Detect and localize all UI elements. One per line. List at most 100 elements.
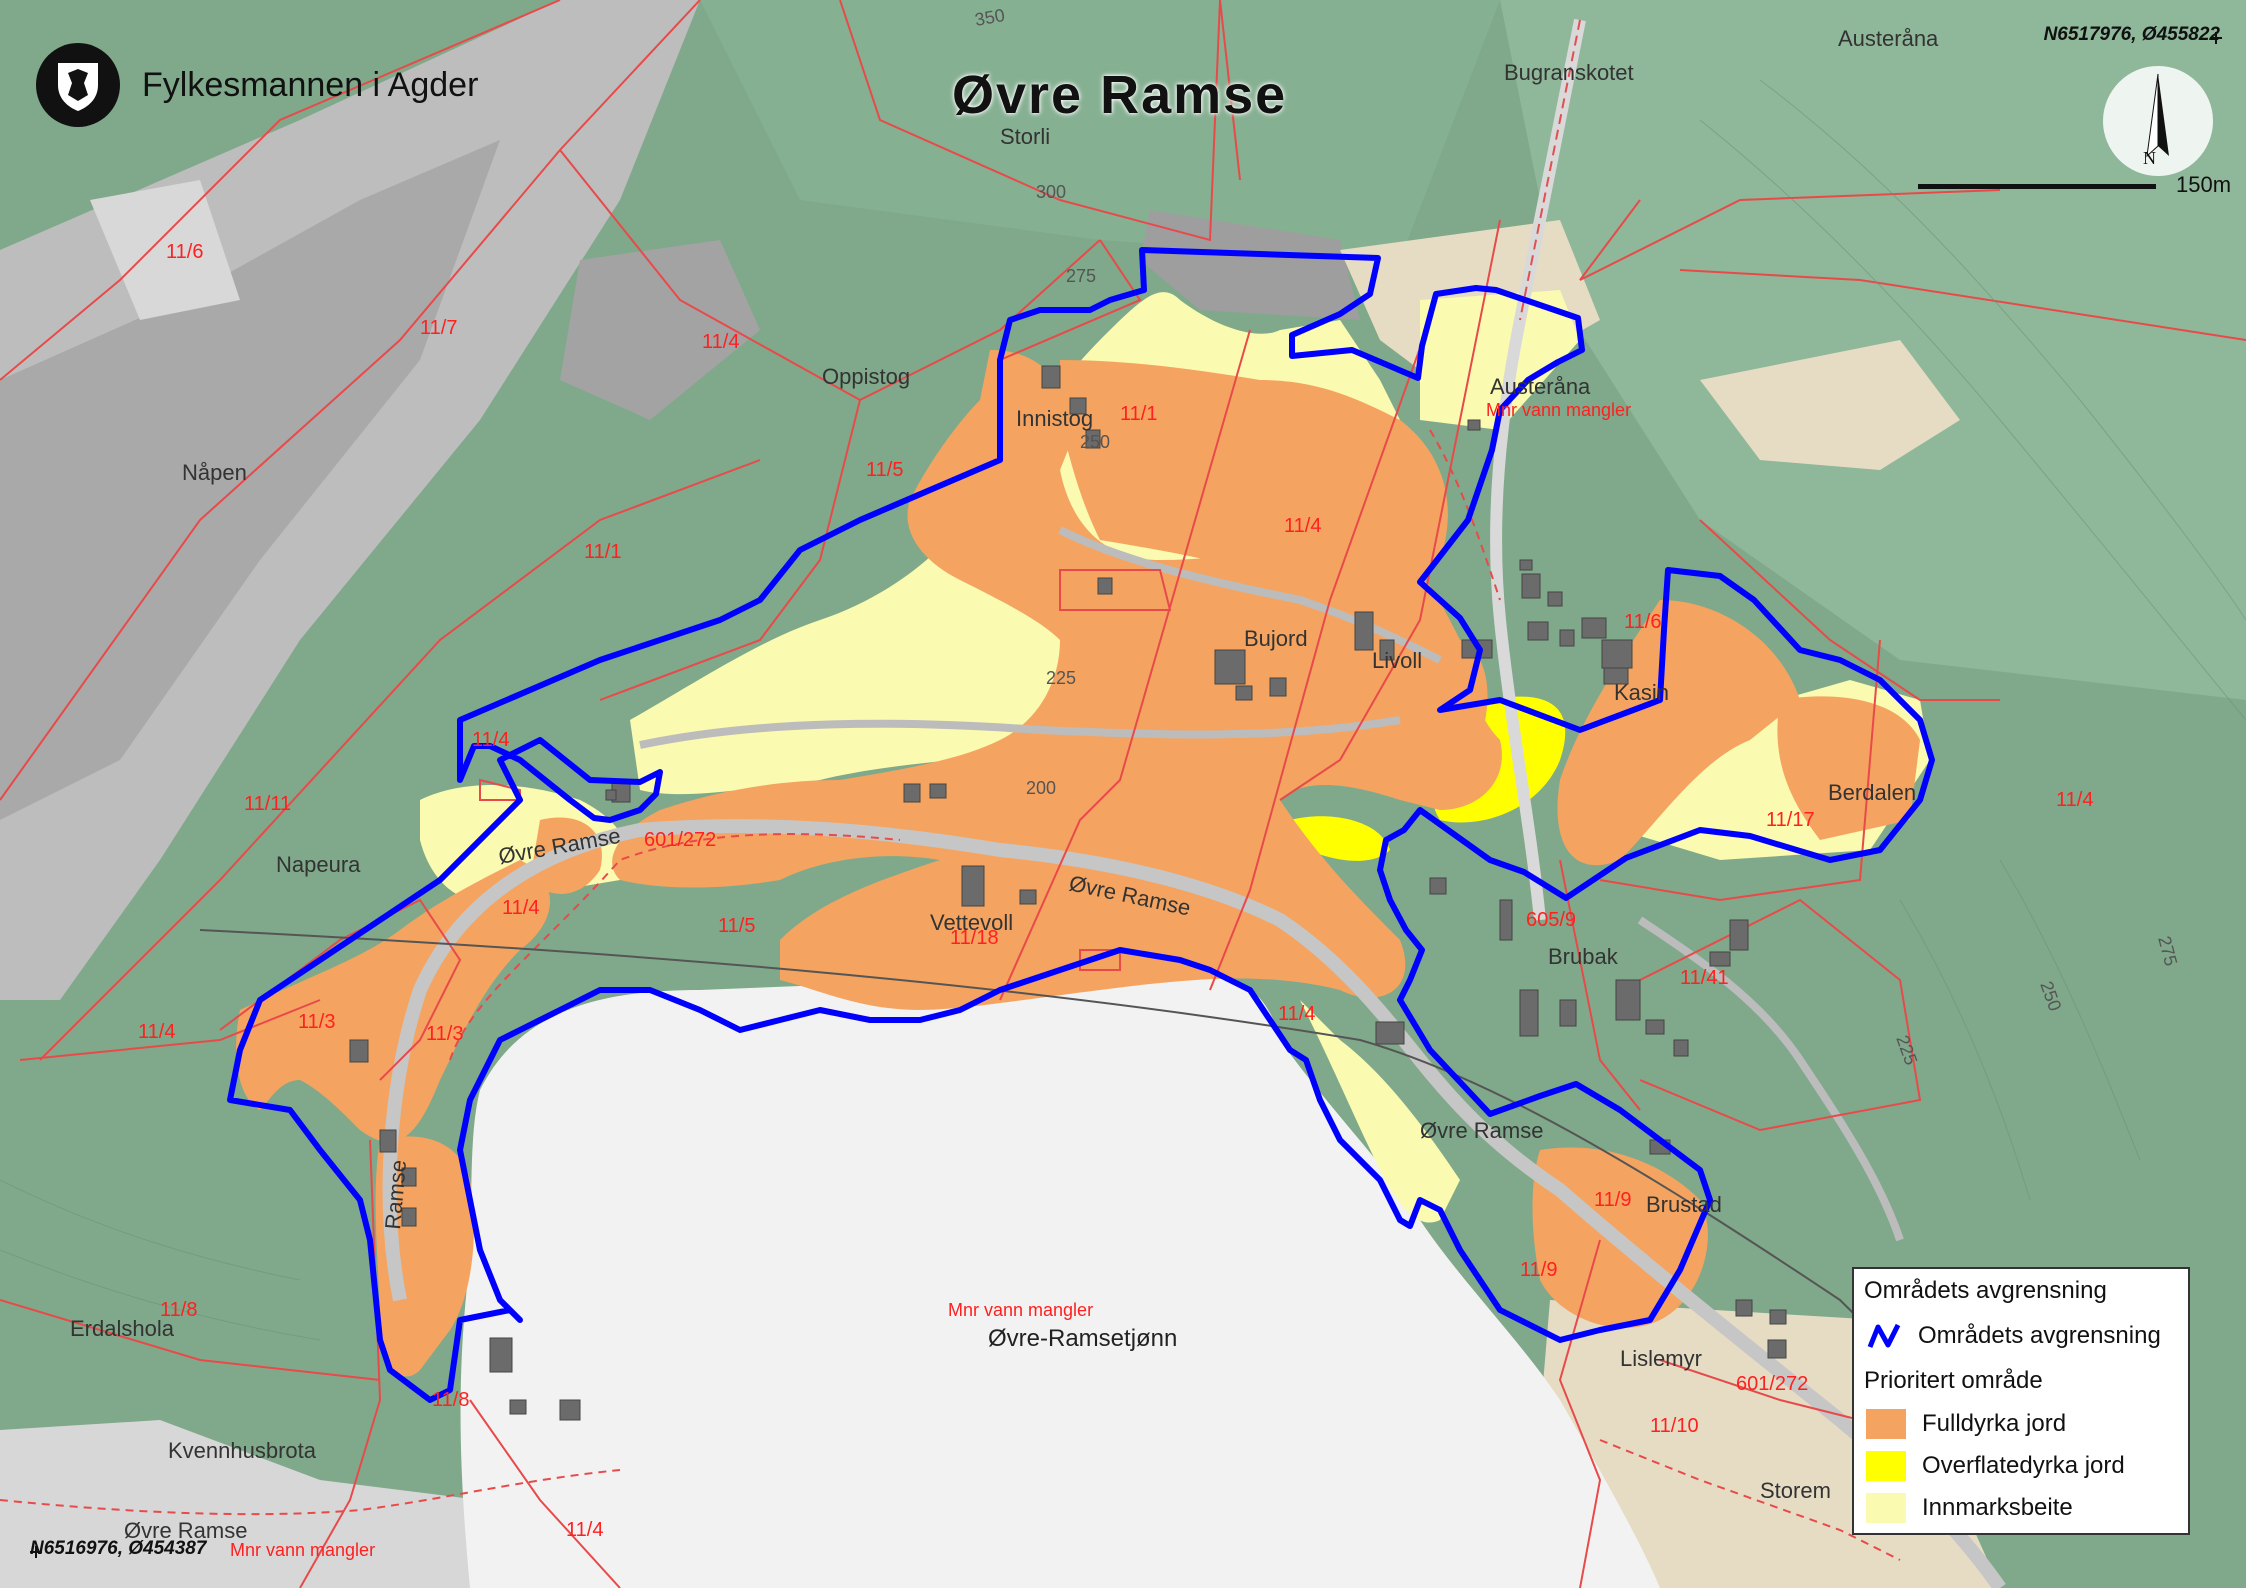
place-label: Austeråna (1490, 374, 1591, 399)
road-bujord (1058, 526, 1442, 664)
property-label: 11/1 (584, 541, 621, 563)
property-label: 11/17 (1766, 809, 1815, 831)
header: Fylkesmannen i Agder (36, 40, 478, 130)
property-label: 11/4 (702, 331, 739, 353)
place-label: Lislemyr (1620, 1346, 1702, 1371)
property-label: Mnr vann mangler (230, 1540, 375, 1560)
legend-swatch (1866, 1493, 1906, 1523)
property-label: 605/9 (1526, 909, 1576, 931)
lake-label: Øvre-Ramsetjønn (988, 1325, 1177, 1352)
property-label: 11/18 (950, 927, 999, 949)
place-label: Ramse (380, 1159, 411, 1231)
fulldyrka-central (612, 350, 1502, 1010)
place-label: Innistog (1016, 406, 1093, 431)
boundary-line-icon (1867, 1323, 1901, 1348)
property-label: 11/4 (1278, 1003, 1315, 1025)
terrain-south-west (0, 1420, 600, 1588)
place-label: Øvre Ramse (1420, 1118, 1543, 1143)
place-label: Kasin (1614, 680, 1669, 705)
property-label: 11/3 (298, 1011, 335, 1033)
property-label: 11/10 (1650, 1415, 1699, 1437)
place-label: Nåpen (182, 460, 247, 485)
property-label: Mnr vann mangler (1486, 400, 1631, 420)
place-label: Austeråna (1838, 26, 1939, 51)
coordinate-top-right: N6517976, Ø455822 (2043, 24, 2220, 45)
scale-bar-line (1918, 184, 2156, 189)
meadow-patch-east (1700, 340, 1960, 470)
place-label: Kvennhusbrota (168, 1438, 317, 1463)
place-label: Brubak (1548, 944, 1619, 969)
place-label: Berdalen (1828, 780, 1916, 805)
property-labels: 11/6 11/7 11/4 11/5 11/1 11/1 11/4 Mnr v… (138, 241, 2093, 1560)
fulldyrka-west (236, 860, 550, 1142)
place-label: Øvre Ramse (124, 1518, 247, 1543)
road-central (639, 716, 1401, 749)
property-label: 11/9 (1594, 1189, 1631, 1211)
fulldyrka-south-west (375, 1136, 474, 1377)
fulldyrka-north (1060, 360, 1448, 594)
place-names: Austeråna Bugranskotet Storli Oppistog N… (70, 26, 1939, 1543)
property-label: 11/8 (160, 1299, 197, 1321)
contour-label: 275 (1066, 266, 1096, 286)
legend: Områdets avgrensning Områdets avgrensnin… (1852, 1267, 2190, 1535)
coordinate-bottom-left: N6516976, Ø454387 (30, 1538, 207, 1559)
place-label: Napeura (276, 852, 361, 877)
property-label: 11/4 (566, 1519, 603, 1541)
place-label: Livoll (1372, 648, 1422, 673)
legend-heading-boundary: Områdets avgrensning (1864, 1277, 2107, 1304)
buildings (349, 365, 1787, 1421)
road-edge-dashed (1519, 19, 1581, 321)
property-label: 601/272 (644, 829, 716, 851)
property-label: 11/4 (2056, 789, 2093, 811)
steep-terrain-west-dark (0, 140, 500, 820)
property-label: 11/8 (432, 1389, 469, 1411)
place-label: Bugranskotet (1504, 60, 1634, 85)
rock-patch-north (1140, 210, 1360, 320)
scale-bar: 150m (1918, 172, 2231, 202)
property-label: 11/41 (1680, 967, 1729, 989)
property-label: 11/6 (1624, 611, 1661, 633)
area-boundary (227, 247, 1935, 1403)
legend-swatch (1866, 1451, 1906, 1481)
property-label: 601/272 (1736, 1373, 1808, 1395)
property-label: 11/9 (1520, 1259, 1557, 1281)
steep-terrain-patch (560, 240, 760, 420)
property-label: 11/4 (138, 1021, 175, 1043)
property-label: Mnr vann mangler (948, 1300, 1093, 1320)
fulldyrka-livoll (1416, 636, 1488, 760)
lake-ovre-ramsetjonn (460, 971, 1660, 1588)
contour-label: 200 (1026, 778, 1056, 798)
legend-row-overflatedyrka: Overflatedyrka jord (1866, 1451, 2125, 1481)
property-label: 11/7 (420, 317, 457, 339)
property-label: 11/3 (426, 1023, 463, 1045)
place-label: Bujord (1244, 626, 1308, 651)
legend-swatch (1866, 1409, 1906, 1439)
place-label: Storli (1000, 124, 1050, 149)
property-label: 11/4 (1284, 515, 1321, 537)
place-label: Erdalshola (70, 1316, 175, 1341)
corner-markers (30, 32, 2222, 1558)
forest-patch-north (700, 0, 1500, 260)
contour-lines (0, 79, 2246, 1341)
legend-row-innmarksbeite: Innmarksbeite (1866, 1493, 2073, 1523)
legend-label: Fulldyrka jord (1922, 1410, 2067, 1437)
innmarksbeite-shore (1300, 1000, 1460, 1223)
fulldyrka-berdalen (1777, 696, 1920, 840)
road-brubak (1637, 916, 1904, 1242)
scale-label: 150m (2176, 172, 2232, 197)
contour-label: 225 (1046, 668, 1076, 688)
coat-of-arms-icon (36, 43, 120, 127)
legend-label: Innmarksbeite (1922, 1494, 2073, 1521)
place-label: Storem (1760, 1478, 1831, 1503)
organization-name: Fylkesmannen i Agder (142, 65, 479, 104)
property-label: 11/5 (866, 459, 903, 481)
place-label: Brustad (1646, 1192, 1722, 1217)
contour-label: 300 (1036, 182, 1066, 202)
place-label: Vettevoll (930, 910, 1013, 935)
contour-label: 250 (1080, 432, 1110, 452)
map-title: Øvre Ramse (952, 65, 1288, 125)
property-label: 11/11 (244, 793, 291, 815)
legend-label: Områdets avgrensning (1918, 1322, 2161, 1349)
north-arrow-icon: N (2103, 66, 2213, 176)
